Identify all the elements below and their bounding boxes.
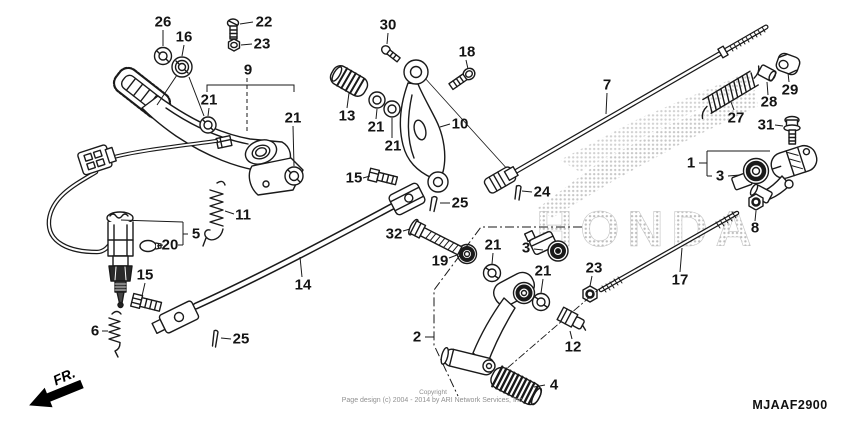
part-bolt-30 xyxy=(380,45,401,63)
part-lever-assembly-1 xyxy=(749,144,818,204)
part-washer-21a xyxy=(199,116,217,134)
part-washer-21b xyxy=(284,166,304,186)
part-washer-19 xyxy=(456,243,478,265)
part-gear-pedal-2 xyxy=(440,271,536,376)
part-collar-28 xyxy=(757,64,777,82)
part-washer-21f xyxy=(531,292,551,312)
diagram-code: MJAAF2900 xyxy=(752,398,827,412)
part-spring-11 xyxy=(202,180,226,247)
part-lever-10 xyxy=(399,59,449,193)
part-spring-6 xyxy=(108,310,122,358)
fr-arrow-icon xyxy=(29,379,84,408)
part-pin-25-mid xyxy=(429,195,438,213)
part-nut-23-top xyxy=(227,38,241,52)
part-rod-17 xyxy=(598,210,740,293)
part-washer-26 xyxy=(153,46,173,66)
part-bushing-3-lower xyxy=(523,229,569,262)
part-bolt-18 xyxy=(448,67,476,91)
part-washer-21c xyxy=(368,91,386,109)
fr-direction-indicator: FR. xyxy=(29,365,84,408)
part-bolt-15-mid xyxy=(367,167,399,186)
part-washer-16 xyxy=(171,56,193,78)
part-spring-27 xyxy=(701,65,760,120)
part-joint-12 xyxy=(556,306,587,331)
part-wire-harness xyxy=(46,139,218,255)
part-washer-21d xyxy=(383,100,401,118)
switch-tab xyxy=(215,134,233,150)
part-brake-switch-5 xyxy=(106,211,134,309)
honda-watermark: HONDA xyxy=(536,72,759,257)
part-rod-7 xyxy=(483,24,769,194)
part-washer-21e xyxy=(482,263,502,283)
part-rod-14 xyxy=(151,182,426,335)
part-bolt-31 xyxy=(783,115,801,145)
part-bolt-32 xyxy=(408,218,463,256)
part-bushing-3-right xyxy=(731,157,770,191)
part-nut-23-lower xyxy=(582,285,598,303)
part-pin-24 xyxy=(514,184,522,201)
part-pin-25-left xyxy=(211,329,219,348)
connector xyxy=(77,144,117,176)
copyright-line-1: Copyright xyxy=(419,389,447,396)
watermark-text: HONDA xyxy=(536,201,759,257)
part-nut-29 xyxy=(775,52,801,76)
part-sleeve-13 xyxy=(329,65,369,97)
copyright-line-2: Page design (c) 2004 - 2014 by ARI Netwo… xyxy=(342,397,525,404)
part-bolt-22 xyxy=(226,18,240,40)
part-bolt-15-left xyxy=(129,292,163,312)
part-nut-8 xyxy=(748,193,764,211)
part-pedal-rubber-4 xyxy=(490,365,543,406)
leader-lines xyxy=(102,21,790,397)
